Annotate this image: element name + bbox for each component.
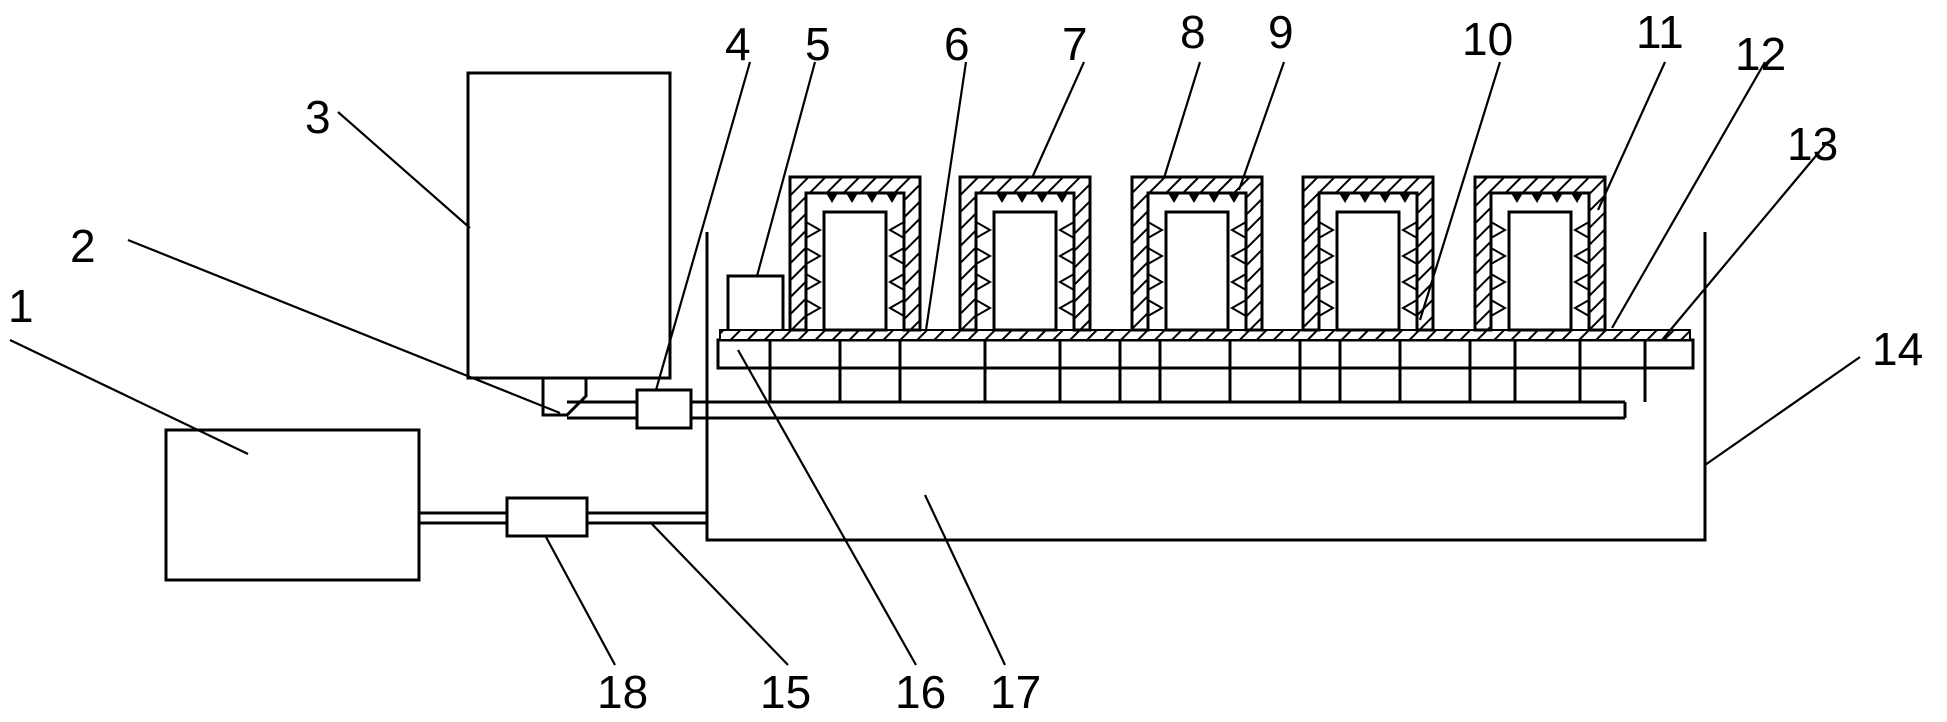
label-16: 16 (895, 666, 946, 718)
box-3 (466, 71, 672, 380)
chamber-4 (1301, 175, 1435, 332)
label-14: 14 (1872, 323, 1923, 375)
part-labels: 1 2 3 4 5 6 7 8 9 10 11 12 13 14 15 16 1… (8, 6, 1923, 718)
platform-13 (716, 338, 1695, 370)
box-1 (164, 428, 421, 582)
label-12: 12 (1735, 28, 1786, 80)
supports (768, 340, 1647, 402)
chamber-3 (1130, 175, 1264, 332)
label-15: 15 (760, 666, 811, 718)
motor-5 (726, 274, 785, 334)
tank-14 (705, 232, 1707, 542)
chamber-1 (788, 175, 922, 332)
label-11: 11 (1636, 6, 1684, 58)
pump-4 (635, 388, 693, 430)
chambers (788, 175, 1607, 332)
label-9: 9 (1268, 6, 1294, 58)
label-4: 4 (725, 18, 751, 70)
label-6: 6 (944, 18, 970, 70)
label-13: 13 (1787, 118, 1838, 170)
label-2: 2 (70, 220, 96, 272)
valve-18 (505, 496, 589, 538)
chamber-2 (958, 175, 1092, 332)
label-10: 10 (1462, 13, 1513, 65)
label-3: 3 (305, 91, 331, 143)
hopper-2 (541, 378, 588, 417)
label-5: 5 (805, 18, 831, 70)
label-7: 7 (1062, 18, 1088, 70)
chamber-5 (1473, 175, 1607, 332)
label-17: 17 (990, 666, 1041, 718)
label-1: 1 (8, 280, 34, 332)
label-8: 8 (1180, 6, 1206, 58)
label-18: 18 (597, 666, 648, 718)
leader-lines (9, 61, 1861, 666)
